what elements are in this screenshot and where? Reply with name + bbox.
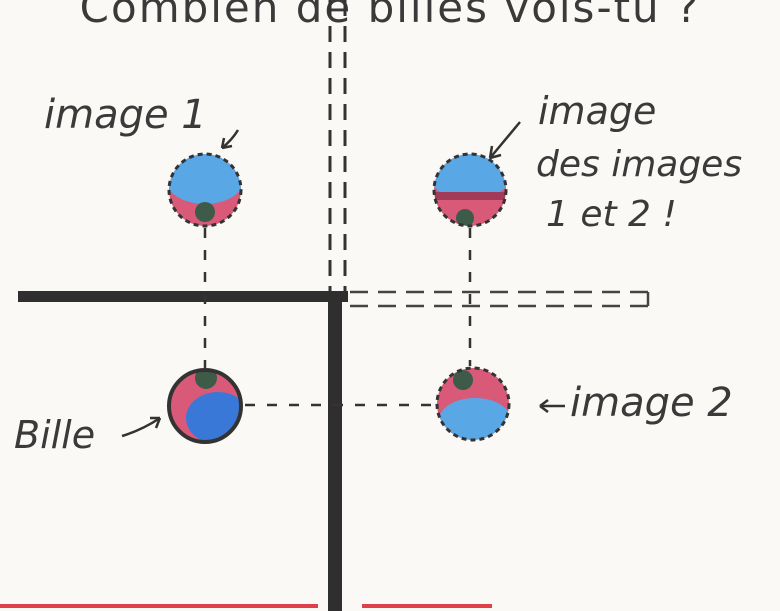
page-title: Combien de billes vois-tu ? xyxy=(80,0,701,32)
vertical-dashed-guide xyxy=(328,0,347,292)
label-image2: image 2 xyxy=(570,380,733,426)
label-image1: image 1 xyxy=(44,92,207,138)
arrow-image1 xyxy=(220,129,240,150)
horizontal-dashed-guide xyxy=(350,290,650,308)
arrow-image2 xyxy=(539,399,565,413)
label-image12-line2: des images xyxy=(536,144,742,185)
arrow-bille xyxy=(121,416,162,438)
ball-bille xyxy=(167,368,243,444)
ball-image1 xyxy=(167,152,243,228)
mirror-horizontal xyxy=(18,291,348,302)
arrow-image12 xyxy=(488,121,521,160)
ball-image2 xyxy=(435,366,511,442)
dashed-connectors xyxy=(203,228,472,407)
ball-image12 xyxy=(432,152,508,228)
mirror-vertical xyxy=(328,296,342,611)
label-bille: Bille xyxy=(14,413,95,457)
label-image12-line3: 1 et 2 ! xyxy=(546,194,677,235)
label-image12-line1: image xyxy=(538,89,656,133)
